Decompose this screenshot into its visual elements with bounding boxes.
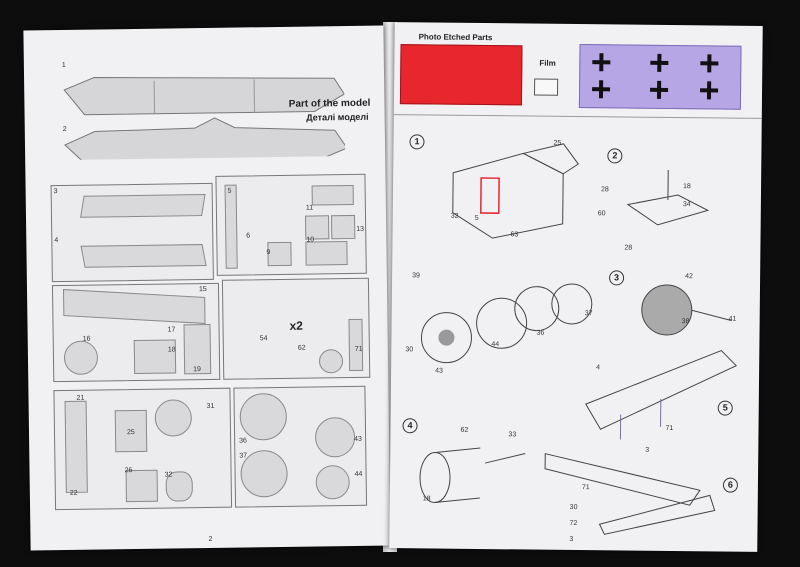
part-label-71: 71 xyxy=(354,345,363,353)
part-label-3: 3 xyxy=(53,188,58,196)
step6-callout-3: 3 xyxy=(645,446,650,454)
step1-callout-25: 25 xyxy=(553,139,562,147)
part-label-9: 9 xyxy=(266,249,271,257)
part-label-43: 43 xyxy=(354,435,362,443)
photo-etched-sheet xyxy=(399,44,523,106)
page-number-left: 2 xyxy=(208,535,213,544)
film-label: Film xyxy=(539,58,556,68)
part-label-31: 31 xyxy=(206,402,215,411)
gear-sprue xyxy=(53,387,233,511)
step3-callout-44: 44 xyxy=(491,341,500,349)
part-label-10: 10 xyxy=(306,236,315,244)
step2-callout-28b: 28 xyxy=(624,244,633,252)
part-label-32: 32 xyxy=(164,471,173,479)
part-label-62: 62 xyxy=(297,344,306,352)
part-label-22: 22 xyxy=(69,489,78,497)
part-label-19: 19 xyxy=(193,366,201,374)
part-label-54: 54 xyxy=(259,335,268,343)
step4-callout-18: 18 xyxy=(422,495,431,503)
step1-callout-32: 32 xyxy=(450,212,459,220)
part-label-11: 11 xyxy=(305,204,314,212)
decal-sheet xyxy=(578,44,742,110)
part-label-25: 25 xyxy=(126,429,135,437)
step-4-marker: 4 xyxy=(402,418,418,434)
step-2-seat-diagram xyxy=(626,169,710,226)
part-label-13: 13 xyxy=(356,225,365,233)
step-1-cockpit-diagram xyxy=(452,143,580,239)
divider xyxy=(393,114,762,119)
wing-parts xyxy=(63,77,346,161)
part-label-21: 21 xyxy=(76,394,85,402)
part-label-6: 6 xyxy=(246,232,251,240)
step-6-marker: 6 xyxy=(722,477,739,493)
step-5-wing-diagram xyxy=(585,349,738,440)
step6-callout-72: 72 xyxy=(569,519,578,528)
page-title-en: Part of the model xyxy=(288,97,371,110)
photo-etched-label: Photo Etched Parts xyxy=(418,32,493,43)
step5-callout-4: 4 xyxy=(596,364,601,372)
part-label-1: 1 xyxy=(61,61,66,70)
step5-callout-71: 71 xyxy=(665,424,674,433)
step3-callout-37: 37 xyxy=(584,310,593,318)
step3-callout-30: 30 xyxy=(405,346,414,354)
page-number-right: 3 xyxy=(569,535,574,543)
step4-callout-33: 33 xyxy=(508,431,517,439)
page-title-ua: Деталі моделі xyxy=(306,111,369,123)
step3-callout-38: 38 xyxy=(681,318,690,326)
part-label-16: 16 xyxy=(82,335,91,343)
film-sheet xyxy=(534,78,559,96)
x2-mark: x2 xyxy=(289,318,303,333)
engine-sprue xyxy=(233,385,368,508)
step3-callout-41: 41 xyxy=(728,315,737,323)
part-label-2: 2 xyxy=(62,125,67,133)
part-label-36: 36 xyxy=(239,437,247,445)
right-page: Photo Etched Parts Film 1 25 32 5 63 2 2… xyxy=(389,22,763,552)
step1-callout-63: 63 xyxy=(510,231,519,239)
part-label-37: 37 xyxy=(239,452,248,460)
part-label-5: 5 xyxy=(227,187,232,195)
step6-callout-30: 30 xyxy=(569,503,578,512)
part-label-18: 18 xyxy=(167,346,176,354)
part-label-44: 44 xyxy=(354,470,363,478)
propeller-sprue xyxy=(215,173,367,276)
step-3-marker: 3 xyxy=(609,270,625,286)
step2-callout-60: 60 xyxy=(597,210,606,218)
step2-callout-34: 34 xyxy=(682,201,691,209)
part-label-15: 15 xyxy=(198,286,207,294)
step1-callout-5: 5 xyxy=(474,214,479,222)
left-page: 1 2 Part of the model Деталі моделі 3 4 … xyxy=(23,25,391,551)
fuselage-sprue xyxy=(50,182,214,283)
step-3-assembled-engine xyxy=(641,284,732,336)
step-3-engine-diagram xyxy=(420,283,593,364)
step-1-marker: 1 xyxy=(409,134,425,150)
step-2-marker: 2 xyxy=(607,148,623,164)
step2-callout-18: 18 xyxy=(683,183,691,191)
step-6-lower-wing-diagram xyxy=(544,453,716,535)
step4-callout-62: 62 xyxy=(460,426,469,434)
step3-callout-39: 39 xyxy=(412,272,420,280)
step-4-cowling-diagram xyxy=(419,447,526,504)
part-label-4: 4 xyxy=(54,237,59,245)
step3-callout-36: 36 xyxy=(536,329,545,337)
step6-callout-71: 71 xyxy=(581,484,590,492)
part-label-17: 17 xyxy=(167,326,176,334)
step3-callout-42: 42 xyxy=(685,273,693,281)
part-label-26: 26 xyxy=(124,467,133,475)
step2-callout-28: 28 xyxy=(600,186,609,194)
step3-callout-43: 43 xyxy=(435,367,443,375)
